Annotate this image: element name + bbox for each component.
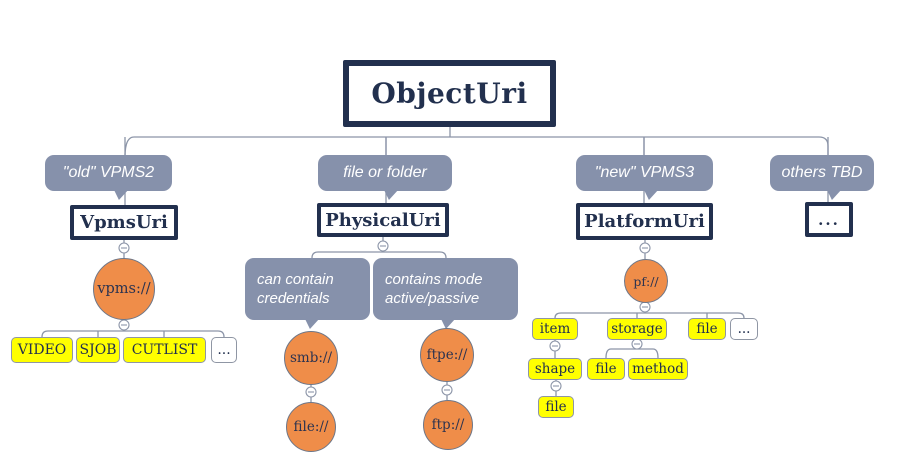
node-objecturi-label: ObjectUri <box>371 77 528 110</box>
leaf-shape-file[interactable]: file <box>538 396 574 418</box>
leaf-shape-label: shape <box>534 361 576 377</box>
collapse-toggle[interactable] <box>118 319 130 331</box>
callout-others-tbd[interactable]: others TBD <box>770 155 874 200</box>
collapse-toggle[interactable] <box>441 384 453 396</box>
collapse-toggle[interactable] <box>550 380 562 392</box>
leaf-shape-file-label: file <box>545 399 567 415</box>
file-scheme-label: file:// <box>293 419 329 435</box>
leaf-vpms-more[interactable]: ... <box>211 337 237 363</box>
note-can-contain-credentials[interactable]: can contain credentials <box>245 258 370 329</box>
collapse-toggle[interactable] <box>639 242 651 254</box>
leaf-method-label: method <box>632 361 684 377</box>
leaf-video-label: VIDEO <box>17 342 67 358</box>
node-vpmsuri[interactable]: VpmsUri <box>70 205 178 240</box>
leaf-sjob-label: SJOB <box>79 342 117 358</box>
leaf-item-label: item <box>539 321 571 337</box>
node-vpmsuri-label: VpmsUri <box>80 212 168 233</box>
ftp-scheme-label: ftp:// <box>431 417 465 433</box>
leaf-vpms-more-label: ... <box>217 342 231 358</box>
leaf-storage[interactable]: storage <box>607 318 667 340</box>
leaf-storage-file[interactable]: file <box>587 358 625 380</box>
callout-tail-icon <box>302 319 320 329</box>
smb-scheme-label: smb:// <box>289 350 333 366</box>
node-platformuri-label: PlatformUri <box>584 211 705 232</box>
callout-tail-icon <box>824 190 842 200</box>
leaf-storage-label: storage <box>611 321 663 337</box>
node-pf-scheme[interactable]: pf:// <box>624 259 668 303</box>
callout-file-or-folder-label: file or folder <box>343 164 427 181</box>
vpms-scheme-label: vpms:// <box>97 281 151 297</box>
node-smb-scheme[interactable]: smb:// <box>284 331 338 385</box>
leaf-cutlist[interactable]: CUTLIST <box>123 337 206 363</box>
leaf-file-label: file <box>696 321 718 337</box>
node-ftpe-scheme[interactable]: ftpe:// <box>420 328 474 382</box>
callout-new-vpms3-label: "new" VPMS3 <box>594 164 695 181</box>
node-others-ellipsis-label: ... <box>818 210 840 229</box>
leaf-sjob[interactable]: SJOB <box>76 337 120 363</box>
collapse-toggle[interactable] <box>377 240 389 252</box>
leaf-file[interactable]: file <box>688 318 726 340</box>
leaf-item[interactable]: item <box>532 318 578 340</box>
leaf-platform-more[interactable]: ... <box>730 318 758 340</box>
node-objecturi[interactable]: ObjectUri <box>343 60 556 127</box>
node-vpms-scheme[interactable]: vpms:// <box>93 258 155 320</box>
note-ftpe-label: contains mode active/passive <box>385 270 483 308</box>
collapse-toggle[interactable] <box>631 338 643 350</box>
note-contains-mode[interactable]: contains mode active/passive <box>373 258 518 329</box>
pf-scheme-label: pf:// <box>633 273 659 289</box>
node-physicaluri-label: PhysicalUri <box>325 209 441 231</box>
node-file-scheme[interactable]: file:// <box>286 402 336 452</box>
leaf-platform-more-label: ... <box>737 321 751 337</box>
callout-tail-icon <box>111 190 129 200</box>
node-physicaluri[interactable]: PhysicalUri <box>317 203 449 237</box>
collapse-toggle[interactable] <box>549 340 561 352</box>
collapse-toggle[interactable] <box>118 242 130 254</box>
callout-new-vpms3[interactable]: "new" VPMS3 <box>576 155 713 200</box>
note-smb-label: can contain credentials <box>257 270 334 308</box>
leaf-video[interactable]: VIDEO <box>11 337 73 363</box>
leaf-cutlist-label: CUTLIST <box>131 342 198 358</box>
node-others-ellipsis[interactable]: ... <box>805 202 853 237</box>
leaf-shape[interactable]: shape <box>528 358 582 380</box>
callout-others-tbd-label: others TBD <box>781 164 863 181</box>
callout-tail-icon <box>381 190 399 200</box>
node-ftp-scheme[interactable]: ftp:// <box>423 400 473 450</box>
callout-old-vpms2[interactable]: "old" VPMS2 <box>45 155 172 200</box>
leaf-method[interactable]: method <box>628 358 688 380</box>
callout-file-or-folder[interactable]: file or folder <box>318 155 452 200</box>
callout-old-vpms2-label: "old" VPMS2 <box>62 164 155 181</box>
callout-tail-icon <box>641 190 659 200</box>
leaf-storage-file-label: file <box>595 361 617 377</box>
ftpe-scheme-label: ftpe:// <box>426 347 468 363</box>
collapse-toggle[interactable] <box>639 301 651 313</box>
collapse-toggle[interactable] <box>305 386 317 398</box>
node-platformuri[interactable]: PlatformUri <box>576 203 713 240</box>
